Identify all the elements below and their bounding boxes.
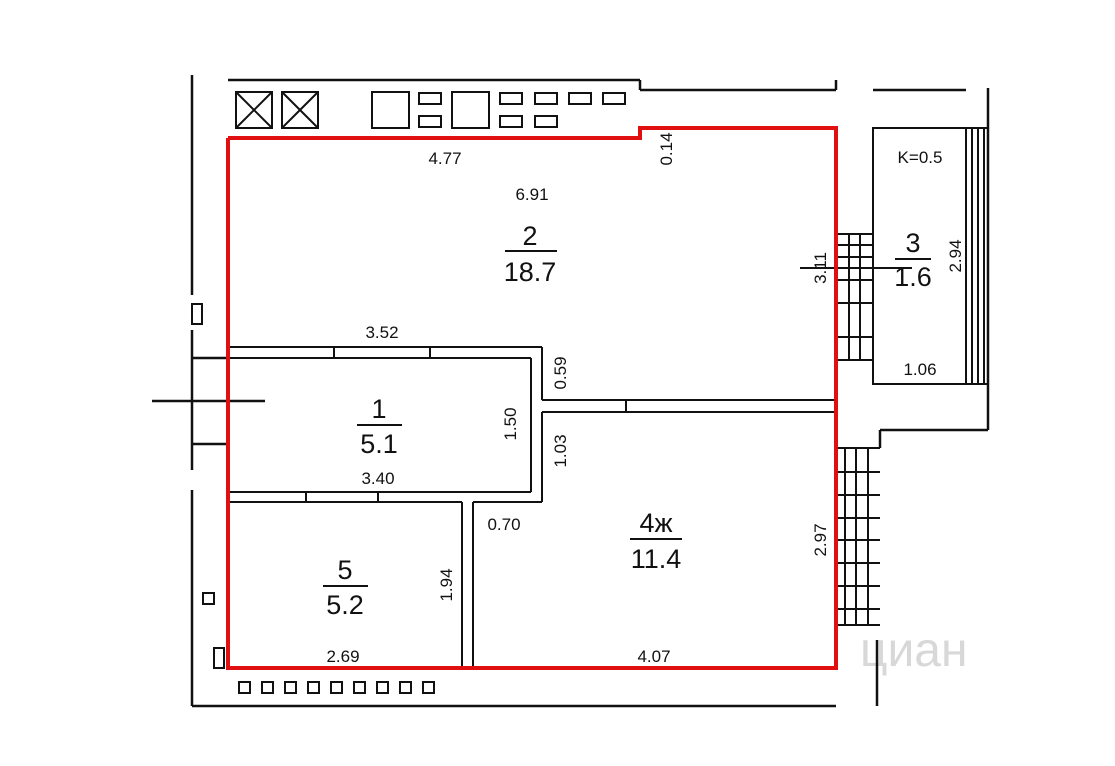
dim-room1-height: 1.50 (501, 407, 520, 440)
dim-room5-height: 1.94 (437, 568, 456, 601)
balcony (872, 127, 988, 385)
dim-corridor-upper: 0.59 (551, 356, 570, 389)
room-4-label: 4ж 11.4 (630, 508, 682, 574)
dim-room1-top: 3.52 (365, 323, 398, 342)
dim-room2-width: 6.91 (515, 185, 548, 204)
dim-balcony-height: 2.94 (946, 239, 965, 272)
fixtures-bottom (191, 303, 435, 694)
room-3-label: 3 1.6 (894, 228, 932, 292)
dim-top-gap: 0.14 (657, 132, 676, 165)
exterior-walls (152, 75, 990, 708)
dim-room4-width: 4.07 (637, 647, 670, 666)
dim-door-width: 0.70 (487, 515, 520, 534)
window-hatch-lower (836, 447, 880, 626)
dim-corridor-lower: 1.03 (551, 434, 570, 467)
room-1-label: 1 5.1 (357, 394, 402, 459)
dim-room1-bottom: 3.40 (361, 469, 394, 488)
room-3-number: 3 (905, 228, 920, 258)
dim-room5-width: 2.69 (326, 647, 359, 666)
room-5-number: 5 (337, 555, 352, 585)
dim-balcony-width: 1.06 (903, 360, 936, 379)
room-3-area: 1.6 (894, 262, 932, 292)
balcony-coefficient: K=0.5 (898, 148, 943, 167)
dim-top-left: 4.77 (428, 149, 461, 168)
room-1-area: 5.1 (360, 429, 398, 459)
window-hatch-upper (835, 233, 873, 361)
room-4-number: 4ж (639, 508, 672, 538)
room-2-label: 2 18.7 (504, 221, 557, 287)
room-2-area: 18.7 (504, 257, 557, 287)
dim-room2-height: 3.11 (811, 252, 830, 284)
dim-room4-height: 2.97 (811, 523, 830, 556)
room-2-number: 2 (522, 221, 537, 251)
room-1-number: 1 (371, 394, 386, 424)
room-5-label: 5 5.2 (323, 555, 368, 620)
room-5-area: 5.2 (326, 590, 364, 620)
interior-walls (228, 346, 836, 668)
fixtures-top (235, 91, 626, 129)
room-4-area: 11.4 (631, 544, 682, 574)
apartment-outline (226, 126, 838, 670)
